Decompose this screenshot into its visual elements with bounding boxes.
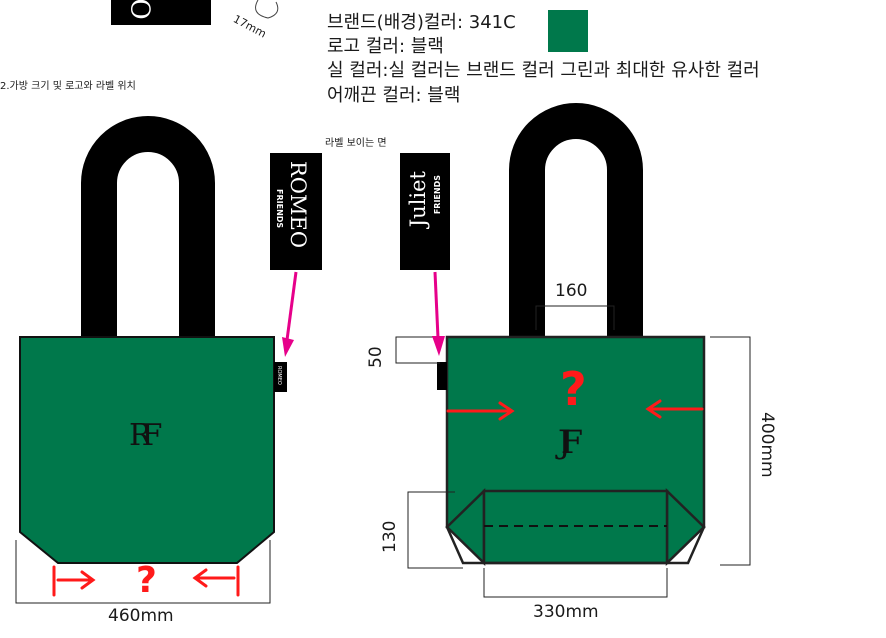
spec-logo-color: 로고 컬러: 블랙 [327, 36, 444, 57]
left-width-bracket [15, 540, 271, 604]
right-bag-logo: JF [558, 423, 583, 461]
right-question-mark: ? [560, 362, 587, 416]
label-offset-bracket [395, 336, 440, 364]
juliet-label-sub: FRIENDS [433, 175, 442, 215]
juliet-label: Juliet FRIENDS [400, 153, 450, 270]
top-label-fragment: O [111, 0, 211, 25]
spec-thread-color: 실 컬러:실 컬러는 브랜드 컬러 그린과 최대한 유사한 컬러 [327, 60, 760, 81]
height-bracket [710, 336, 751, 566]
red-markup [52, 399, 704, 597]
left-mini-label [274, 362, 287, 392]
romeo-label-main: ROMEO [286, 161, 310, 249]
bottom-width-label: 330mm [533, 602, 599, 622]
right-mini-label [437, 362, 447, 390]
romeo-label: ROMEO FRIENDS [270, 153, 322, 270]
depth-label: 130 [380, 520, 400, 553]
mini-label-text: ROMEO [276, 366, 282, 385]
handle-gap-bracket [535, 305, 615, 330]
left-bag-logo: RF [129, 418, 163, 453]
height-label: 400mm [757, 412, 777, 478]
juliet-label-main: Juliet [406, 171, 430, 228]
handle-gap-label: 160 [555, 281, 588, 301]
bottom-width-bracket [483, 568, 668, 598]
spec-strap-color: 어깨끈 컬러: 블랙 [327, 85, 461, 106]
depth-bracket [407, 491, 463, 569]
left-question-mark: ? [136, 560, 157, 601]
right-bag-bottom-lower [445, 526, 706, 565]
romeo-label-sub: FRIENDS [275, 189, 284, 229]
pointer-arrows [282, 271, 445, 357]
brand-color-swatch [548, 10, 588, 52]
label-side-caption: 라벨 보이는 면 [325, 138, 387, 149]
left-bag-body [19, 336, 275, 564]
label-offset-label: 50 [366, 346, 386, 368]
left-width-label: 460mm [108, 606, 174, 626]
left-bag-strap [81, 116, 215, 337]
section-caption: 2.가방 크기 및 로고와 라벨 위치 [0, 81, 136, 92]
right-bag-strap [509, 103, 643, 337]
spec-brand-color: 브랜드(배경)컬러: 341C [327, 12, 516, 33]
